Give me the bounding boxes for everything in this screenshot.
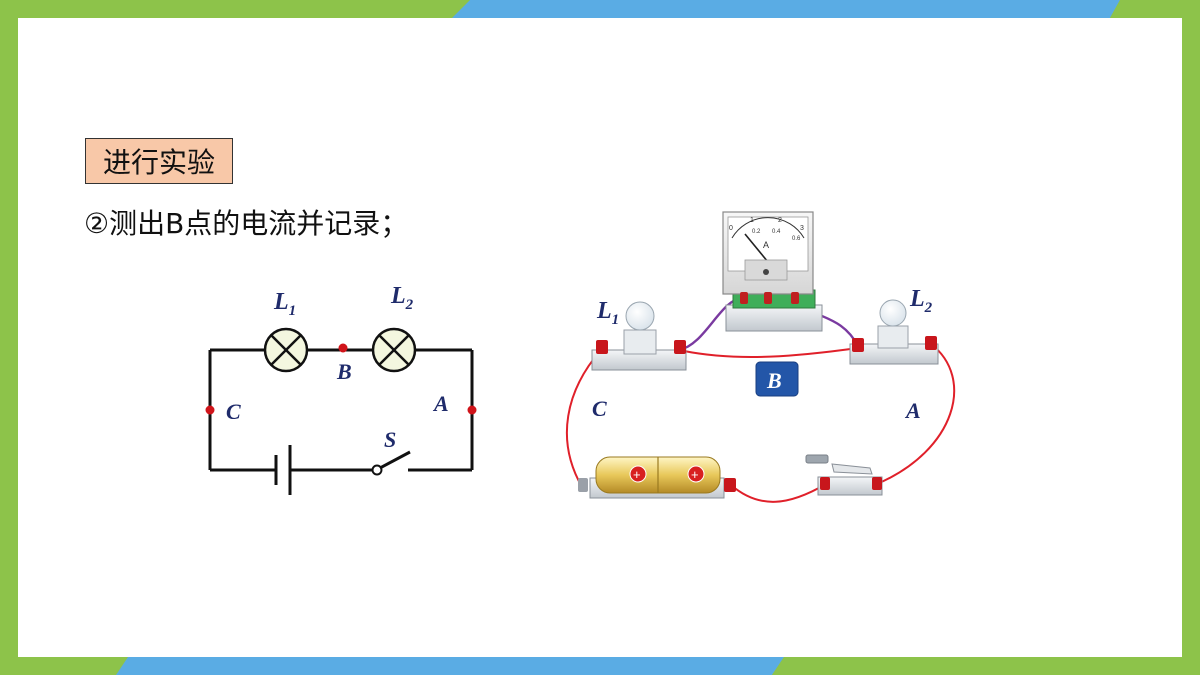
ammeter-scale-0: 0	[729, 225, 733, 232]
point-c-dot	[205, 405, 215, 415]
schematic-switch-label: S	[384, 427, 396, 452]
ammeter-scale-04: 0.4	[772, 229, 781, 235]
ammeter-scale-2: 2	[778, 217, 782, 224]
point-b-dot	[338, 343, 348, 353]
ammeter-scale-06: 0.6	[792, 236, 801, 242]
schematic-point-b-label: B	[336, 359, 352, 384]
point-b-badge: B	[755, 361, 799, 397]
ammeter-scale-1: 1	[750, 217, 754, 224]
section-title-tag: 进行实验	[85, 138, 233, 184]
plus-icon: +	[691, 467, 699, 482]
real-point-a-label: A	[904, 398, 921, 423]
battery-symbol	[274, 445, 292, 495]
schematic-lamp2-label: L2	[390, 283, 414, 313]
schematic-lamp1-label: L1	[273, 289, 296, 319]
switch-symbol	[371, 450, 411, 476]
real-lamp1-label: L1	[596, 298, 619, 328]
real-lamp2	[849, 299, 939, 365]
schematic-point-c-label: C	[226, 399, 241, 424]
ammeter-unit-label: A	[763, 240, 769, 250]
slide-canvas: 进行实验 ②测出B点的电流并记录；	[18, 18, 1182, 657]
ammeter-scale-02: 0.2	[752, 229, 761, 235]
plus-icon: +	[633, 467, 641, 482]
real-lamp2-label: L2	[909, 286, 933, 316]
real-point-c-label: C	[592, 396, 607, 421]
point-b-badge-label: B	[766, 368, 782, 393]
point-a-dot	[467, 405, 477, 415]
top-frame-bar	[0, 0, 1200, 18]
ammeter-scale-3: 3	[800, 225, 804, 232]
real-switch	[805, 454, 883, 496]
lamp2-symbol	[371, 327, 417, 373]
real-lamp1	[591, 301, 687, 371]
real-battery: + +	[578, 456, 736, 499]
bottom-frame-bar	[0, 657, 1200, 675]
lamp1-symbol	[263, 327, 309, 373]
schematic-point-a-label: A	[432, 391, 449, 416]
ammeter: 0 1 2 3 0.2 0.4 0.6 A	[722, 211, 823, 332]
step-instruction: ②测出B点的电流并记录；	[84, 207, 409, 240]
